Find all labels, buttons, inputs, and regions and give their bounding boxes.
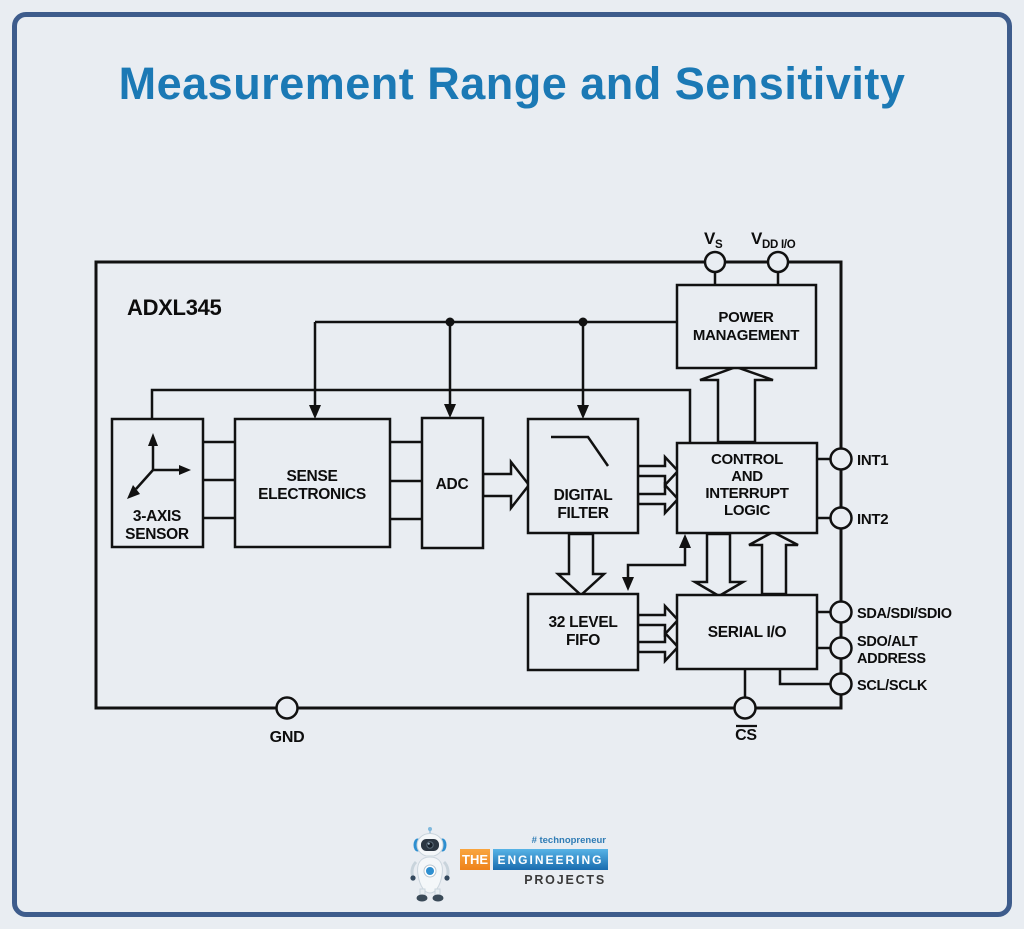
block-power-management: [675, 283, 818, 370]
junction-dot: [578, 317, 588, 327]
logo-badges: THE ENGINEERING: [460, 849, 608, 870]
control-label-4: LOGIC: [724, 502, 770, 519]
pin-int1-label: INT1: [857, 452, 888, 469]
bus-fifo-to-serial-2: [636, 629, 680, 665]
block-control-interrupt-logic: [675, 441, 819, 535]
filter-label-1: DIGITAL: [554, 487, 613, 504]
adc-label: ADC: [436, 476, 469, 493]
pin-vs-label: VS: [704, 229, 723, 251]
chip-boundary: [94, 260, 843, 710]
bus-filter-to-fifo: [554, 532, 608, 597]
sense-label-1: SENSE: [286, 468, 337, 485]
low-pass-filter-icon: [551, 435, 610, 467]
pin-sda-circle: [829, 600, 853, 624]
pin-scl-label: SCL/SCLK: [857, 678, 928, 694]
signal-wires: [150, 272, 831, 698]
block-serial-io: [675, 593, 819, 671]
block-digital-filter: [526, 417, 640, 535]
filter-label-2: FILTER: [557, 505, 608, 522]
arrowhead: [309, 405, 321, 419]
three-axis-arrows-icon: [127, 433, 191, 499]
page-title: Measurement Range and Sensitivity: [118, 58, 906, 109]
pin-sdo-label-1: SDO/ALT: [857, 634, 918, 650]
arrowhead: [679, 534, 691, 548]
logo: # technopreneur THE ENGINEERING PROJECTS: [406, 826, 608, 904]
fifo-label-1: 32 LEVEL: [548, 614, 617, 631]
pin-gnd-label: GND: [270, 729, 305, 746]
sensor-label-1: 3-AXIS: [133, 508, 181, 525]
pin-sdo-label-2: ADDRESS: [857, 651, 926, 667]
logo-projects-label: PROJECTS: [524, 873, 606, 887]
pin-sda-label: SDA/SDI/SDIO: [857, 606, 952, 622]
chip-label: ADXL345: [127, 295, 222, 320]
pin-vdd-circle: [766, 250, 790, 274]
serial-label: SERIAL I/O: [708, 624, 787, 641]
block-3-axis-sensor: [110, 417, 205, 549]
arrowhead: [622, 577, 634, 591]
sense-label-2: ELECTRONICS: [258, 486, 366, 503]
bus-control-to-serial: [690, 532, 748, 598]
logo-wordmark: # technopreneur THE ENGINEERING PROJECTS: [460, 826, 608, 887]
bus-serial-to-control: [748, 530, 799, 596]
bus-adc-to-filter: [481, 458, 531, 512]
pin-cs-label: CS: [735, 727, 757, 744]
blocks: [110, 283, 819, 672]
arrowhead: [444, 404, 456, 418]
pin-scl-circle: [829, 672, 853, 696]
junction-dot: [445, 317, 455, 327]
bus-filter-to-control-2: [636, 481, 680, 517]
bus-filter-to-control-1: [636, 453, 680, 489]
control-label-2: AND: [731, 468, 763, 485]
power-label-2: MANAGEMENT: [693, 327, 799, 344]
logo-robot-icon: [410, 827, 450, 902]
bus-fifo-to-serial-1: [636, 602, 680, 638]
pin-circles: [275, 250, 853, 720]
control-label-3: INTERRUPT: [705, 485, 788, 502]
pin-vdd-label: VDD I/O: [751, 229, 796, 251]
sensor-label-2: SENSOR: [125, 526, 189, 543]
block-sense-electronics: [233, 417, 392, 549]
pin-int1-circle: [829, 447, 853, 471]
pin-cs-circle: [733, 696, 757, 720]
power-label-1: POWER: [718, 309, 774, 326]
fifo-label-2: FIFO: [566, 632, 600, 649]
bus-arrows: [481, 365, 799, 665]
pin-int2-label: INT2: [857, 511, 888, 528]
block-32-level-fifo: [526, 592, 640, 672]
pin-sdo-circle: [829, 636, 853, 660]
logo-engineering-badge: ENGINEERING: [493, 849, 608, 870]
logo-tagline: # technopreneur: [531, 835, 606, 846]
pin-vs-circle: [703, 250, 727, 274]
bus-control-to-power: [699, 365, 774, 444]
pin-gnd-circle: [275, 696, 299, 720]
arrowhead: [577, 405, 589, 419]
control-label-1: CONTROL: [711, 451, 783, 468]
pin-int2-circle: [829, 506, 853, 530]
page-border-frame: [12, 12, 1012, 917]
logo-the-badge: THE: [460, 849, 490, 870]
block-adc: [420, 416, 485, 550]
